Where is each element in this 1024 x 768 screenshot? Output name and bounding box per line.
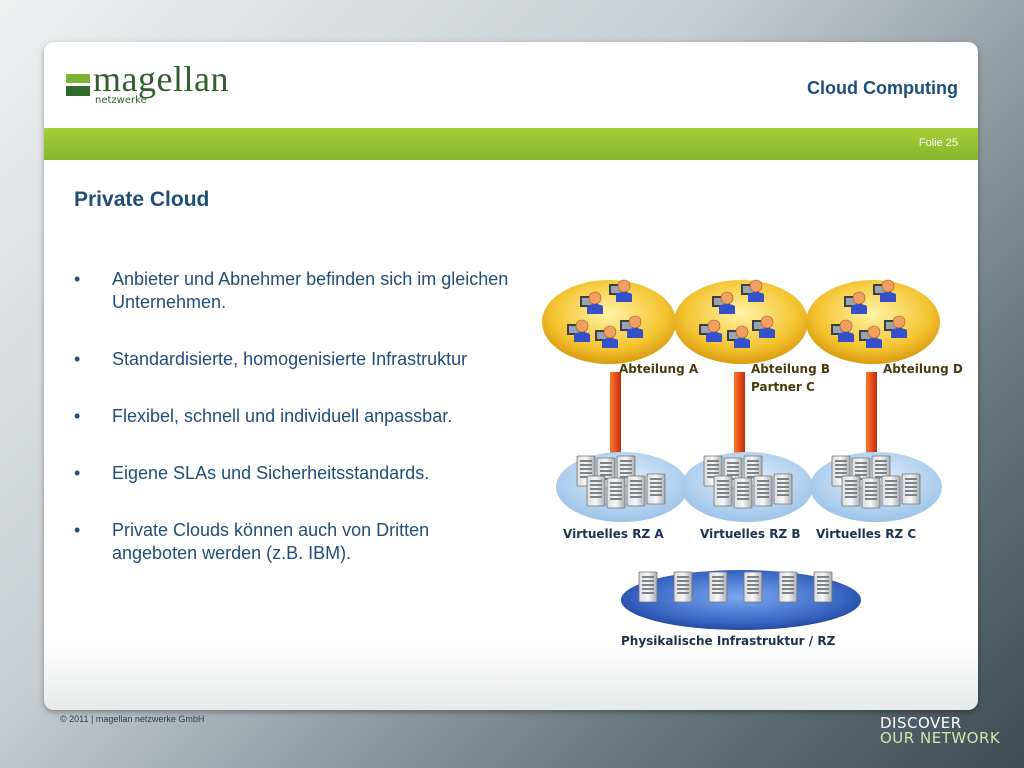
bullet-item: • Standardisierte, homogenisierte Infrast… — [74, 348, 514, 371]
department-b-group — [674, 279, 808, 364]
bullet-marker: • — [74, 349, 81, 369]
bullet-item: • Private Clouds können auch von Dritten … — [74, 519, 514, 565]
private-cloud-diagram: Abteilung A Abteilung B Partner C Abteil… — [542, 279, 963, 648]
bullet-item: • Anbieter und Abnehmer befinden sich im … — [74, 268, 514, 314]
department-label: Abteilung D — [883, 362, 963, 376]
virtual-dc-label: Virtuelles RZ A — [563, 527, 664, 541]
department-ellipse — [674, 280, 808, 364]
physical-infrastructure-group — [621, 570, 861, 630]
bullet-marker: • — [74, 463, 81, 483]
bullet-marker: • — [74, 520, 81, 540]
department-a-group — [542, 279, 676, 364]
logo-text: magellan — [93, 59, 229, 99]
department-label: Abteilung B — [751, 362, 830, 376]
slide-number: Folie 25 — [918, 137, 958, 149]
virtual-dc-a-group — [556, 452, 688, 522]
department-d-group — [806, 279, 940, 364]
virtual-dc-c-group — [810, 452, 942, 522]
bullet-marker: • — [74, 406, 81, 426]
department-label-extra: Partner C — [751, 380, 815, 394]
header-title: Cloud Computing — [807, 78, 958, 98]
tagline-line-2: OUR NETWORK — [880, 729, 1001, 747]
tagline-line-1: DISCOVER — [880, 714, 962, 732]
logo-subtext: netzwerke — [95, 95, 147, 106]
bullet-item: • Eigene SLAs und Sicherheitsstandards. — [74, 462, 514, 485]
physical-label: Physikalische Infrastruktur / RZ — [621, 634, 836, 648]
bullet-text: Flexibel, schnell und individuell anpass… — [112, 406, 453, 426]
bullet-list: • Anbieter und Abnehmer befinden sich im … — [74, 268, 514, 599]
department-label: Abteilung A — [619, 362, 699, 376]
copyright: © 2011 | magellan netzwerke GmbH — [60, 714, 205, 724]
slide-title: Private Cloud — [74, 188, 210, 211]
bullet-marker: • — [74, 269, 81, 289]
department-ellipse — [806, 280, 940, 364]
logo-icon — [66, 74, 92, 102]
discover-tagline: DISCOVER OUR NETWORK — [880, 716, 1000, 746]
bullet-text: Private Clouds können auch von Dritten a… — [112, 520, 430, 563]
virtual-dc-b-group — [681, 452, 813, 522]
magellan-logo: magellan netzwerke — [66, 59, 266, 126]
header-band: Folie 25 — [44, 128, 978, 160]
department-ellipse — [542, 280, 676, 364]
virtual-dc-label: Virtuelles RZ B — [700, 527, 800, 541]
bullet-text: Anbieter und Abnehmer befinden sich im g… — [112, 269, 509, 312]
slide: magellan netzwerke Cloud Computing Folie… — [44, 42, 978, 710]
bullet-text: Standardisierte, homogenisierte Infrastr… — [112, 349, 468, 369]
virtual-dc-label: Virtuelles RZ C — [816, 527, 916, 541]
bullet-text: Eigene SLAs und Sicherheitsstandards. — [112, 463, 430, 483]
bullet-item: • Flexibel, schnell und individuell anpas… — [74, 405, 514, 428]
